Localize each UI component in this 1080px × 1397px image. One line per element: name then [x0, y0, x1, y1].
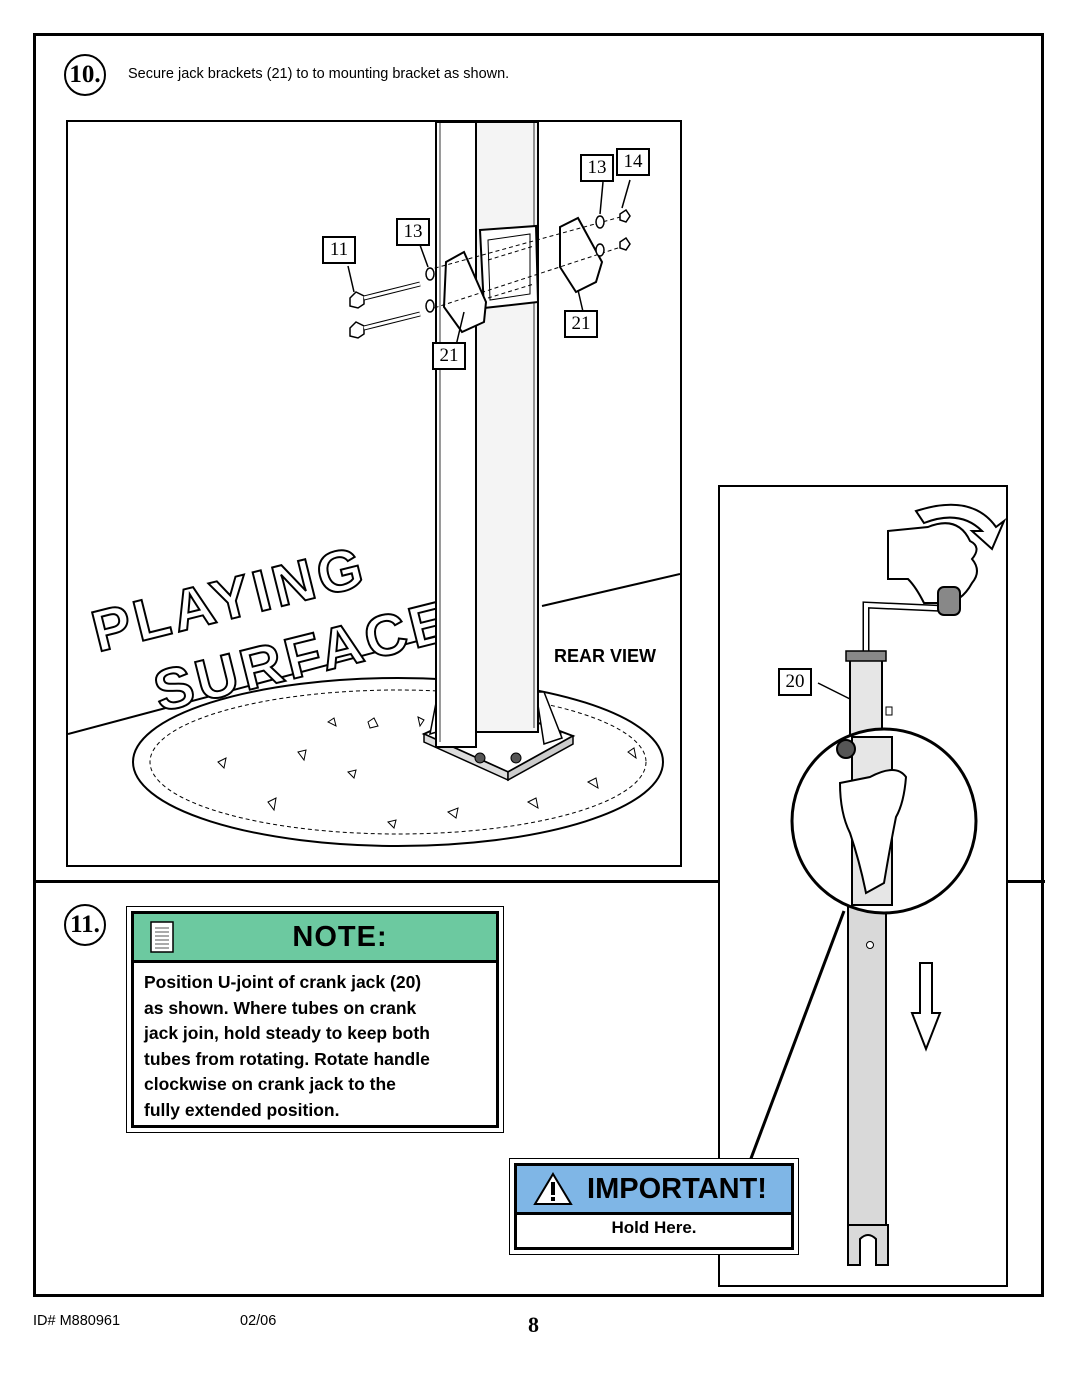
document-date: 02/06 — [240, 1313, 277, 1329]
concrete-base — [132, 677, 664, 847]
important-header: IMPORTANT! — [517, 1166, 791, 1215]
note-line: clockwise on crank jack to the — [144, 1074, 396, 1094]
mounting-bracket-inner — [487, 233, 531, 301]
surface-edge-right — [541, 573, 681, 607]
crank-knob — [937, 586, 961, 616]
callout-21-right: 21 — [564, 310, 598, 338]
note-header: NOTE: — [134, 914, 496, 963]
bolts — [349, 281, 421, 339]
callout-20: 20 — [778, 668, 812, 696]
step-10-number: 10. — [64, 54, 106, 96]
step-divider-right — [1005, 880, 1045, 883]
note-line: fully extended position. — [144, 1099, 340, 1120]
pole-face-left — [435, 121, 477, 748]
important-title: IMPORTANT! — [587, 1172, 767, 1205]
washers — [425, 215, 605, 313]
surface-edge-left — [67, 633, 445, 735]
page-number: 8 — [528, 1312, 539, 1337]
important-text: Hold Here. — [611, 1218, 697, 1237]
rear-view-drawing: PLAYING SURFACE — [67, 121, 681, 847]
rear-view-illustration: PLAYING SURFACE — [66, 120, 682, 867]
note-box: NOTE: Position U-joint of crank jack (20… — [126, 906, 504, 1133]
note-pad-icon — [150, 921, 174, 953]
gusset-right — [535, 691, 563, 745]
important-box-inner: IMPORTANT! Hold Here. — [514, 1163, 794, 1250]
callout-21-left: 21 — [432, 342, 466, 370]
hold-here-leader — [742, 910, 846, 1178]
rotation-arrow-icon — [914, 503, 1007, 551]
callout-11: 11 — [322, 236, 356, 264]
lower-hand-icon — [838, 769, 908, 895]
document-id: ID# M880961 — [33, 1313, 121, 1329]
concrete-texture — [149, 689, 647, 835]
jack-bracket-right — [559, 216, 604, 294]
down-arrow-icon — [910, 962, 942, 1052]
upper-hand-icon — [887, 522, 978, 605]
fork-end — [847, 1224, 889, 1266]
important-box: IMPORTANT! Hold Here. — [509, 1158, 799, 1255]
tube-pin — [885, 706, 893, 716]
pole-face-right — [475, 121, 539, 733]
tube-cap — [845, 650, 887, 662]
bolt-guide-lines — [427, 215, 625, 311]
note-line: jack join, hold steady to keep both — [144, 1023, 430, 1043]
crank-jack-drawing — [742, 503, 1007, 1266]
note-line: Position U-joint of crank jack (20) — [144, 972, 422, 992]
warning-triangle-icon — [533, 1172, 573, 1205]
callout-14: 14 — [616, 148, 650, 176]
rear-view-label: REAR VIEW — [554, 646, 657, 666]
callout-13-top: 13 — [580, 154, 614, 182]
note-line: as shown. Where tubes on crank — [144, 997, 417, 1018]
note-body: Position U-joint of crank jack (20) as s… — [144, 970, 490, 1123]
step-divider — [33, 880, 723, 883]
note-line: tubes from rotating. Rotate handle — [144, 1048, 430, 1069]
crank-jack-illustration — [718, 485, 1008, 1287]
note-box-inner: NOTE: Position U-joint of crank jack (20… — [131, 911, 499, 1128]
note-title: NOTE: — [292, 920, 388, 953]
jack-bracket-left — [442, 250, 488, 334]
tube-hole — [866, 941, 874, 949]
nuts — [619, 208, 631, 251]
page-frame — [33, 33, 1044, 1297]
step-11-number: 11. — [64, 904, 106, 946]
base-plate-side — [507, 734, 574, 782]
callout-13-left: 13 — [396, 218, 430, 246]
callout-20-leader — [817, 682, 851, 700]
u-joint-icon — [836, 739, 856, 759]
step-10-instruction: Secure jack brackets (21) to to mounting… — [128, 66, 510, 82]
